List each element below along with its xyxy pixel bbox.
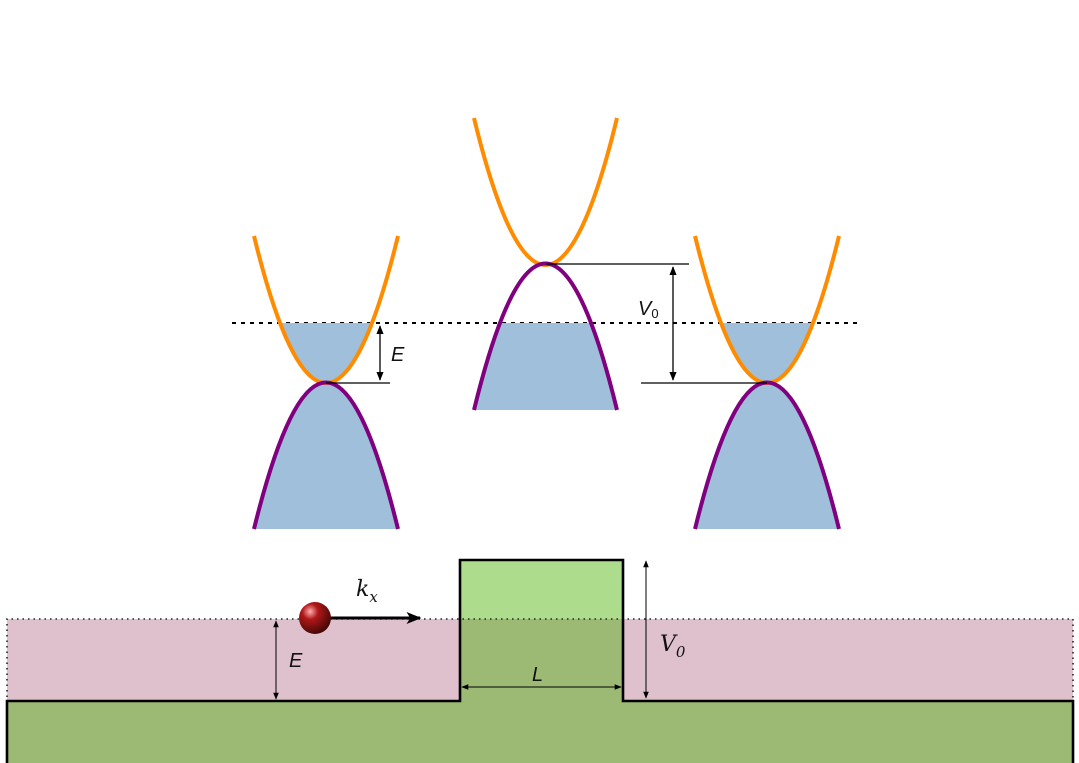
ground-region bbox=[7, 701, 1073, 763]
electron-icon bbox=[299, 602, 331, 634]
conduction-band-middle bbox=[472, 117, 619, 267]
barrier-height-label: V0 bbox=[660, 632, 686, 661]
energy-region-left bbox=[7, 619, 460, 701]
kx-label: kx bbox=[356, 577, 378, 606]
energy-region-right bbox=[623, 619, 1073, 701]
dirac-cone-middle bbox=[472, 117, 619, 411]
potential-barrier-schematic: kx E L V0 bbox=[5, 558, 1075, 763]
barrier-top bbox=[460, 560, 623, 619]
barrier-bottom bbox=[460, 619, 623, 701]
filled-valence-middle bbox=[474, 323, 617, 410]
valence-band-middle bbox=[472, 261, 619, 411]
energy-label-bottom: E bbox=[289, 650, 303, 672]
energy-label-cone: E bbox=[391, 344, 405, 366]
energy-level-dotted-outline bbox=[6, 618, 1074, 763]
width-label: L bbox=[532, 664, 543, 686]
potential-shift-label: V0 bbox=[638, 298, 659, 321]
potential-profile bbox=[5, 558, 1075, 763]
